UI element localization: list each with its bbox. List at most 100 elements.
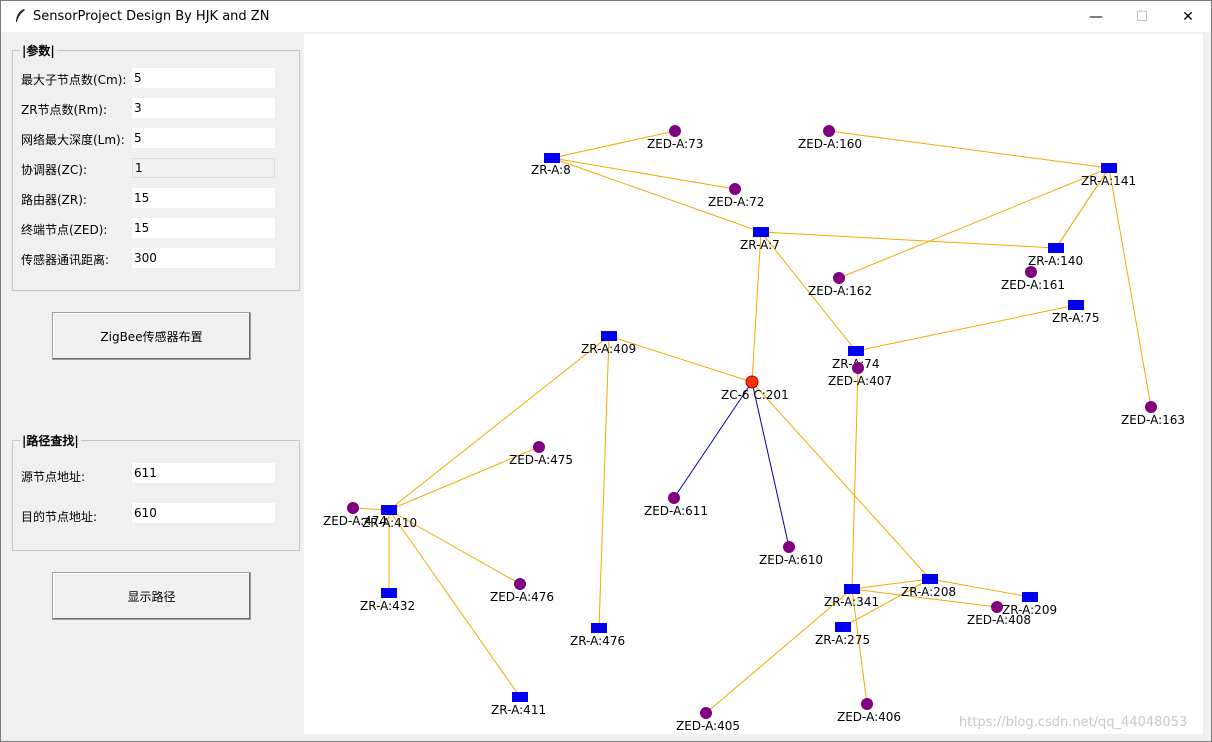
node-label-r275: ZR-A:275: [815, 633, 870, 647]
node-label-e408: ZED-A:408: [967, 613, 1031, 627]
max-depth-input[interactable]: [132, 128, 275, 148]
edge-r410-r411: [388, 509, 521, 698]
source-address-label: 源节点地址:: [21, 470, 86, 484]
node-label-r476: ZR-A:476: [570, 634, 625, 648]
node-label-e162: ZED-A:162: [808, 284, 872, 298]
end-node-e408: [991, 601, 1003, 613]
router-node-r7: [753, 227, 769, 237]
edge-zc-r409: [608, 335, 753, 383]
edge-r141-e162: [838, 167, 1110, 279]
edge-r409-r410: [388, 335, 610, 511]
node-label-zc: ZC-6 C:201: [721, 388, 789, 402]
node-label-r409: ZR-A:409: [581, 342, 636, 356]
router-node-r432: [381, 588, 397, 598]
edge-r7-r140: [760, 231, 1057, 249]
end-node-e610: [783, 541, 795, 553]
minimize-button[interactable]: —: [1089, 8, 1103, 25]
max-depth-label: 网络最大深度(Lm):: [21, 133, 125, 147]
node-label-e474: ZED-A:474: [323, 514, 387, 528]
edge-r409-r476: [598, 335, 610, 629]
zr-count-label: ZR节点数(Rm):: [21, 103, 107, 117]
end-node-e474: [347, 502, 359, 514]
node-label-e160: ZED-A:160: [798, 137, 862, 151]
dest-address-input[interactable]: [132, 503, 275, 523]
title-bar[interactable]: SensorProject Design By HJK and ZN — ☐ ✕: [1, 1, 1211, 32]
node-label-r140: ZR-A:140: [1028, 254, 1083, 268]
node-label-r411: ZR-A:411: [491, 703, 546, 717]
params-group-title: |参数|: [20, 42, 57, 59]
close-button[interactable]: ✕: [1182, 8, 1194, 25]
edge-r7-zc: [751, 231, 762, 383]
end-node-e162: [833, 272, 845, 284]
show-path-button[interactable]: 显示路径: [52, 572, 251, 620]
comm-distance-label: 传感器通讯距离:: [21, 253, 110, 267]
router-node-r341: [844, 584, 860, 594]
edge-e407-r341: [851, 367, 859, 590]
node-label-r141: ZR-A:141: [1081, 174, 1136, 188]
end-node-e405: [700, 707, 712, 719]
edge-r7-r74: [760, 231, 857, 352]
router-count-label: 路由器(ZR):: [21, 193, 87, 207]
edge-zc-r208: [751, 381, 931, 580]
edge-r8-e72: [551, 157, 736, 190]
dest-address-label: 目的节点地址:: [21, 510, 98, 524]
node-label-r209: ZR-A:209: [1002, 603, 1057, 617]
router-node-r209: [1022, 592, 1038, 602]
coordinator-node: [745, 375, 759, 389]
coordinator-label: 协调器(ZC):: [21, 163, 88, 177]
edge-r410-e475: [388, 446, 540, 511]
node-label-e610: ZED-A:610: [759, 553, 823, 567]
node-label-r75: ZR-A:75: [1052, 311, 1099, 325]
router-count-input[interactable]: [132, 188, 275, 208]
coordinator-input: [132, 158, 275, 178]
edge-r141-e163: [1108, 167, 1152, 408]
end-node-e73: [669, 125, 681, 137]
node-label-e407: ZED-A:407: [828, 374, 892, 388]
network-graph: ZC-6 C:201ZR-A:8ZR-A:7ZR-A:141ZR-A:140ZR…: [323, 125, 1185, 733]
comm-distance-input[interactable]: [132, 248, 275, 268]
end-node-count-input[interactable]: [132, 218, 275, 238]
path-group: |路径查找| 源节点地址: 目的节点地址:: [12, 432, 300, 551]
params-group: |参数| 最大子节点数(Cm): ZR节点数(Rm): 网络最大深度(Lm): …: [12, 42, 300, 291]
node-label-e163: ZED-A:163: [1121, 413, 1185, 427]
edge-r341-e405: [705, 588, 853, 714]
end-node-e161: [1025, 266, 1037, 278]
source-address-input[interactable]: [132, 463, 275, 483]
edge-r341-r208: [851, 578, 931, 590]
end-node-e72: [729, 183, 741, 195]
node-label-e611: ZED-A:611: [644, 504, 708, 518]
node-label-e476: ZED-A:476: [490, 590, 554, 604]
router-node-r141: [1101, 163, 1117, 173]
maximize-button[interactable]: ☐: [1135, 8, 1149, 25]
end-node-count-label: 终端节点(ZED):: [21, 223, 108, 237]
node-label-e72: ZED-A:72: [708, 195, 764, 209]
path-edge-zc-e610: [751, 381, 790, 548]
zr-count-input[interactable]: [132, 98, 275, 118]
node-label-r8: ZR-A:8: [531, 163, 571, 177]
edge-r208-r209: [929, 578, 1031, 598]
edge-r208-r275: [842, 578, 931, 628]
node-label-e405: ZED-A:405: [676, 719, 740, 733]
end-node-e611: [668, 492, 680, 504]
path-group-title: |路径查找|: [20, 432, 81, 449]
node-label-e406: ZED-A:406: [837, 710, 901, 724]
window-title: SensorProject Design By HJK and ZN: [33, 9, 270, 24]
node-label-e161: ZED-A:161: [1001, 278, 1065, 292]
max-children-input[interactable]: [132, 68, 275, 88]
router-node-r75: [1068, 300, 1084, 310]
router-node-r409: [601, 331, 617, 341]
edge-r141-r140: [1055, 167, 1110, 249]
edge-r74-r75: [855, 304, 1077, 352]
node-label-e475: ZED-A:475: [509, 453, 573, 467]
node-label-e73: ZED-A:73: [647, 137, 703, 151]
node-label-r410: ZR-A:410: [362, 516, 417, 530]
deploy-sensors-button[interactable]: ZigBee传感器布置: [52, 312, 251, 360]
watermark: https://blog.csdn.net/qq_44048053: [959, 715, 1188, 730]
router-node-r275: [835, 622, 851, 632]
end-node-e476: [514, 578, 526, 590]
max-children-label: 最大子节点数(Cm):: [21, 73, 127, 87]
end-node-e475: [533, 441, 545, 453]
router-node-r476: [591, 623, 607, 633]
